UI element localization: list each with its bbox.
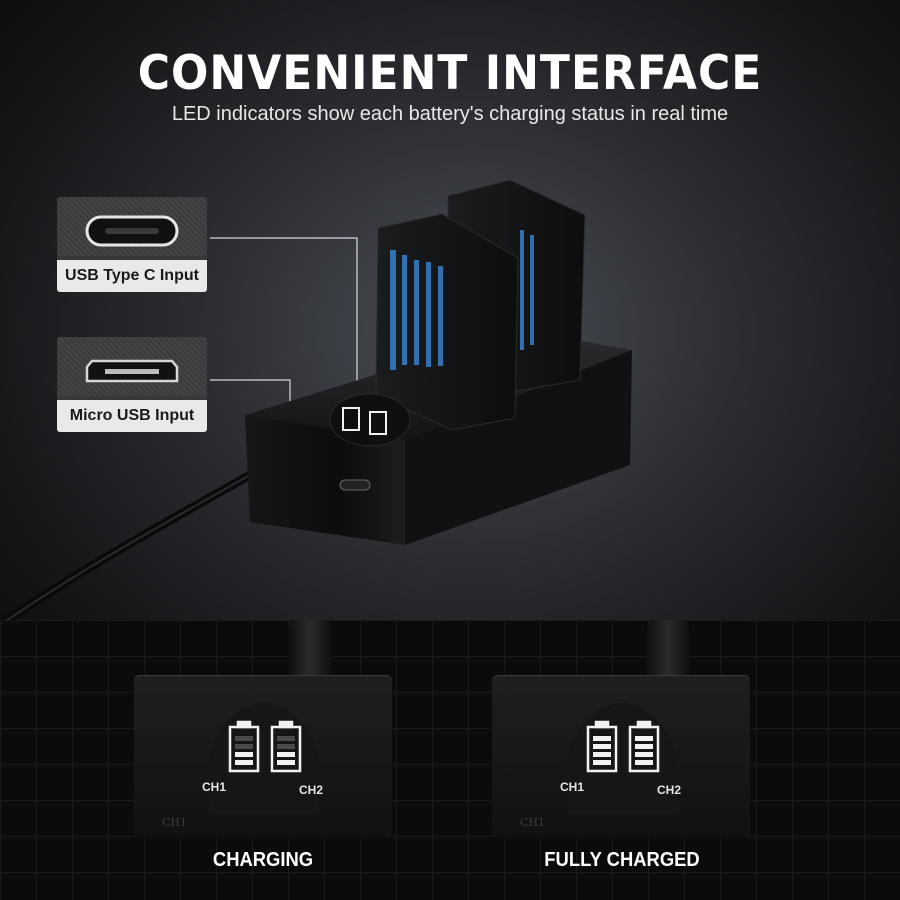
usb-c-input-label: USB Type C Input — [57, 260, 207, 292]
full-led-display — [567, 703, 677, 815]
micro-usb-input-label: Micro USB Input — [57, 400, 207, 432]
charger-side — [405, 350, 632, 545]
full-ch2-label: CH2 — [657, 783, 682, 797]
dual-charger-illustration — [5, 179, 632, 620]
full-cable-stub — [646, 620, 690, 680]
subheadline: LED indicators show each battery's charg… — [171, 103, 729, 125]
full-ch1-label: CH1 — [560, 780, 585, 794]
ch2-full-battery-icon — [628, 720, 660, 773]
charger-front — [245, 415, 405, 545]
charging-ch1-label: CH1 — [202, 780, 227, 794]
battery-front — [375, 213, 519, 431]
micro-usb-port-icon — [85, 359, 179, 383]
charging-cable-stub — [288, 620, 332, 680]
full-etched-label: CH1 — [520, 816, 546, 829]
charging-etched-label: CH1 — [162, 816, 188, 829]
charging-ch2-label: CH2 — [299, 783, 324, 797]
charging-unit: CH1 CH2 CH1 — [134, 675, 392, 837]
headline: CONVENIENT INTERFACE — [137, 45, 763, 102]
usb-c-port — [339, 479, 371, 491]
fully-charged-caption: FULLY CHARGED — [544, 849, 700, 871]
ch2-battery-icon — [270, 720, 302, 773]
charging-led-display — [209, 703, 319, 815]
full-unit: CH1 CH2 CH1 — [492, 675, 750, 837]
micro-usb-input-card: Micro USB Input — [57, 337, 207, 432]
charger-led-icons — [342, 407, 387, 435]
ch1-battery-icon — [228, 720, 260, 773]
usb-c-port-icon — [85, 215, 179, 247]
battery-label-text — [390, 230, 534, 370]
charging-caption: CHARGING — [212, 849, 314, 871]
usb-c-input-card: USB Type C Input — [57, 197, 207, 292]
ch1-full-battery-icon — [586, 720, 618, 773]
